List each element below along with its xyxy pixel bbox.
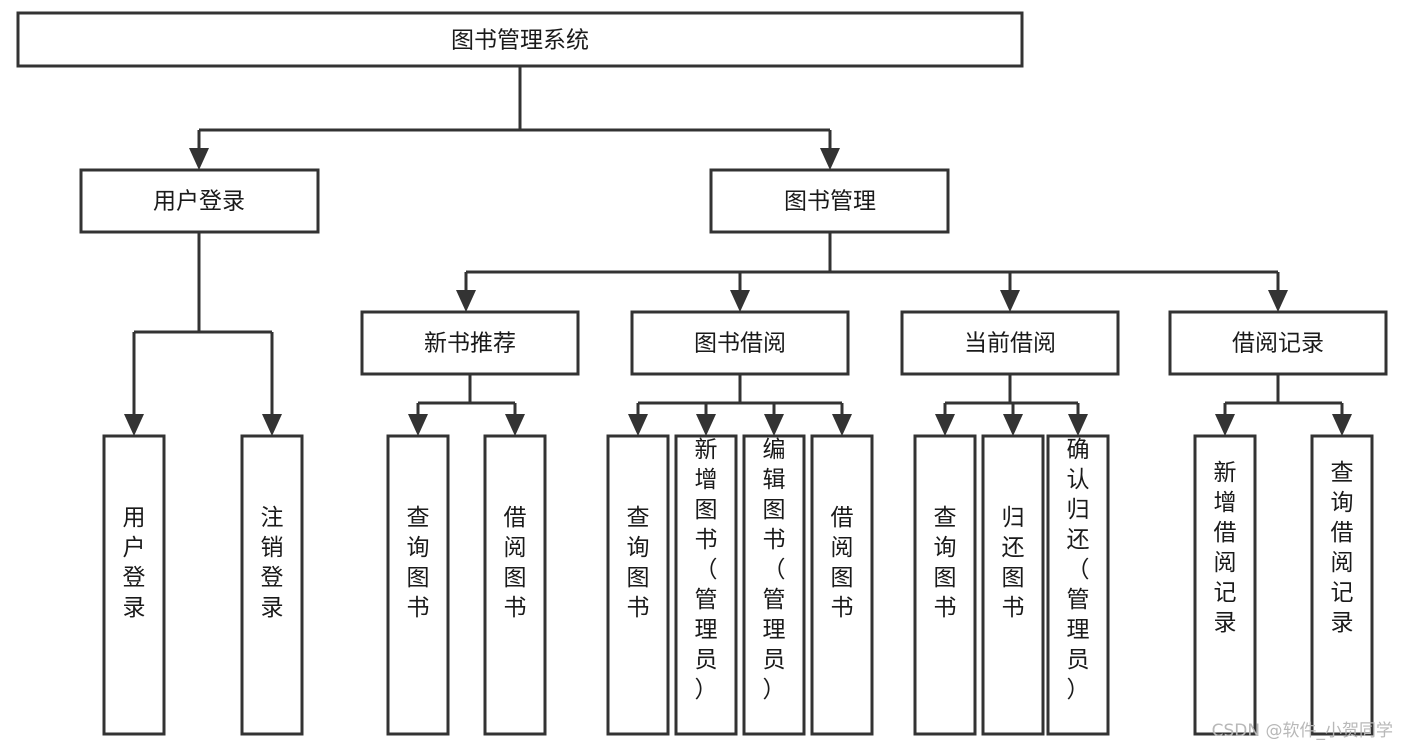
- node-book-management[interactable]: 图书管理: [709, 168, 950, 234]
- leaf-label: 查询借阅记录: [1331, 460, 1354, 636]
- leaf-borrow-record-2[interactable]: 查询借阅记录: [1310, 434, 1374, 736]
- book-management-box[interactable]: [709, 168, 950, 234]
- arrow-current-borrow-leaf-3: [1068, 414, 1088, 436]
- leaf-new-book-2[interactable]: 借阅图书: [483, 434, 547, 736]
- leaf-box[interactable]: [1193, 434, 1257, 736]
- node-book-borrow[interactable]: 图书借阅: [630, 310, 850, 376]
- arrow-new-book-leaf-1: [408, 414, 428, 436]
- arrow-current-borrow-leaf-1: [935, 414, 955, 436]
- arrow-book-borrow-leaf-4: [832, 414, 852, 436]
- leaf-borrow-record-1[interactable]: 新增借阅记录: [1193, 434, 1257, 736]
- arrow-to-book-borrow: [730, 290, 750, 312]
- leaf-label: 编辑图书（管理员）: [763, 437, 786, 703]
- leaf-box[interactable]: [981, 434, 1045, 736]
- leaf-box[interactable]: [742, 434, 806, 736]
- leaf-box[interactable]: [606, 434, 670, 736]
- leaf-label: 查询图书: [407, 505, 430, 621]
- leaf-label: 用户登录: [123, 505, 146, 621]
- leaf-book-borrow-2[interactable]: 新增图书（管理员）: [674, 434, 738, 736]
- current-borrow-box[interactable]: [900, 310, 1120, 376]
- root-label: 图书管理系统: [451, 28, 589, 54]
- arrow-borrow-record-leaf-1: [1215, 414, 1235, 436]
- leaf-label: 新增借阅记录: [1214, 460, 1237, 636]
- leaf-box[interactable]: [1046, 434, 1110, 736]
- current-borrow-label: 当前借阅: [964, 331, 1056, 357]
- leaf-current-borrow-2[interactable]: 归还图书: [981, 434, 1045, 736]
- leaf-label: 确认归还（管理员）: [1067, 437, 1090, 703]
- arrow-borrow-record-leaf-2: [1332, 414, 1352, 436]
- leaf-label: 借阅图书: [504, 505, 527, 621]
- arrow-to-user-login: [189, 148, 209, 170]
- leaf-label: 归还图书: [1002, 505, 1025, 621]
- leaf-box[interactable]: [240, 434, 304, 736]
- book-borrow-label: 图书借阅: [694, 331, 786, 357]
- leaf-box[interactable]: [913, 434, 977, 736]
- leaf-label: 新增图书（管理员）: [695, 437, 718, 703]
- arrow-to-current-borrow: [1000, 290, 1020, 312]
- arrow-to-book-mgmt: [820, 148, 840, 170]
- new-book-recommend-box[interactable]: [360, 310, 580, 376]
- borrow-record-box[interactable]: [1168, 310, 1388, 376]
- arrow-to-new-book: [456, 290, 476, 312]
- leaf-current-borrow-3[interactable]: 确认归还（管理员）: [1046, 434, 1110, 736]
- root-box[interactable]: [16, 11, 1024, 68]
- leaf-box[interactable]: [810, 434, 874, 736]
- book-borrow-box[interactable]: [630, 310, 850, 376]
- leaf-label: 查询图书: [934, 505, 957, 621]
- leaf-book-borrow-3[interactable]: 编辑图书（管理员）: [742, 434, 806, 736]
- csdn-watermark: CSDN @软件_小贺同学: [1211, 721, 1393, 741]
- node-borrow-record[interactable]: 借阅记录: [1168, 310, 1388, 376]
- arrow-book-borrow-leaf-1: [628, 414, 648, 436]
- arrow-user-login-leaf-1: [124, 414, 144, 436]
- leaf-book-borrow-1[interactable]: 查询图书: [606, 434, 670, 736]
- arrow-current-borrow-leaf-2: [1003, 414, 1023, 436]
- leaf-user-login-1[interactable]: 用户登录: [102, 434, 166, 736]
- leaf-box[interactable]: [674, 434, 738, 736]
- leaf-box[interactable]: [1310, 434, 1374, 736]
- arrow-user-login-leaf-2: [262, 414, 282, 436]
- edges-layer: [124, 66, 1352, 436]
- user-login-label: 用户登录: [153, 189, 245, 215]
- new-book-recommend-label: 新书推荐: [424, 331, 516, 357]
- node-new-book-recommend[interactable]: 新书推荐: [360, 310, 580, 376]
- leaf-label: 借阅图书: [831, 505, 854, 621]
- leaf-label: 注销登录: [261, 505, 284, 621]
- arrow-book-borrow-leaf-2: [696, 414, 716, 436]
- leaf-book-borrow-4[interactable]: 借阅图书: [810, 434, 874, 736]
- arrow-book-borrow-leaf-3: [764, 414, 784, 436]
- leaf-new-book-1[interactable]: 查询图书: [386, 434, 450, 736]
- leaf-box[interactable]: [483, 434, 547, 736]
- leaf-user-login-2[interactable]: 注销登录: [240, 434, 304, 736]
- leaf-box[interactable]: [102, 434, 166, 736]
- user-login-box[interactable]: [79, 168, 320, 234]
- node-root-system[interactable]: 图书管理系统: [16, 11, 1024, 68]
- book-management-label: 图书管理: [784, 189, 876, 215]
- node-user-login[interactable]: 用户登录: [79, 168, 320, 234]
- leaf-current-borrow-1[interactable]: 查询图书: [913, 434, 977, 736]
- node-current-borrow[interactable]: 当前借阅: [900, 310, 1120, 376]
- leaf-box[interactable]: [386, 434, 450, 736]
- borrow-record-label: 借阅记录: [1232, 331, 1324, 357]
- arrow-new-book-leaf-2: [505, 414, 525, 436]
- leaf-label: 查询图书: [627, 505, 650, 621]
- arrow-to-borrow-record: [1268, 290, 1288, 312]
